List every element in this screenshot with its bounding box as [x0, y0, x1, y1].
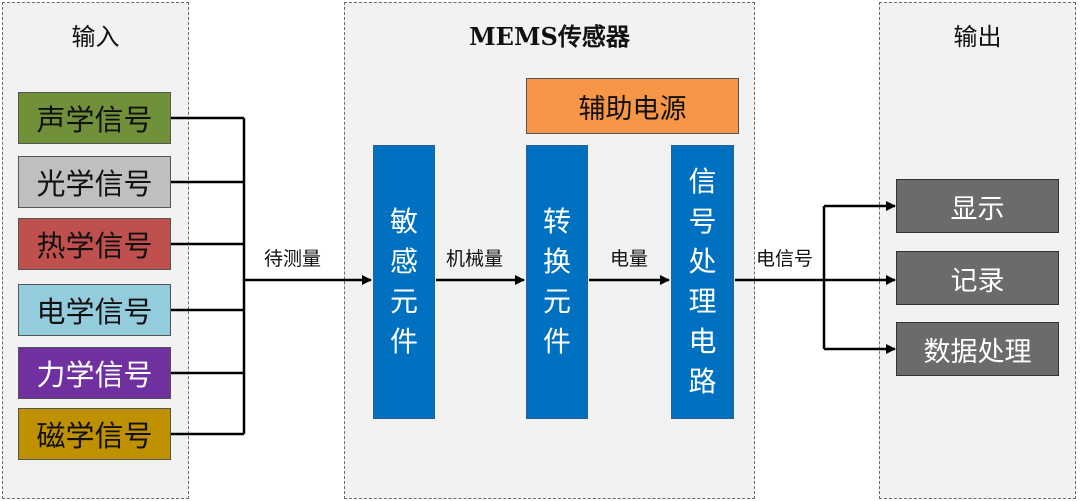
output-data-processing-label: 数据处理	[923, 336, 1032, 368]
signal-processing-circuit-label: 信号处理电路	[688, 165, 717, 398]
signal-acoustic-label: 声学信号	[36, 103, 153, 137]
output-display: 显示	[896, 179, 1059, 233]
sensing-element-label: 敏感元件	[389, 205, 418, 358]
signal-electrical: 电学信号	[18, 284, 171, 336]
signal-electrical-label: 电学信号	[36, 295, 153, 329]
signal-optical-label: 光学信号	[36, 167, 153, 201]
output-record-label: 记录	[950, 265, 1005, 297]
auxiliary-power-box: 辅助电源	[526, 78, 739, 134]
input-panel-title: 输入	[71, 23, 120, 51]
signal-mechanical: 力学信号	[18, 347, 171, 399]
signal-mechanical-label: 力学信号	[36, 358, 153, 392]
sensing-element: 敏感元件	[373, 145, 435, 419]
conversion-element: 转换元件	[526, 145, 588, 419]
signal-acoustic: 声学信号	[18, 92, 171, 144]
signal-thermal-label: 热学信号	[36, 229, 153, 263]
signal-magnetic: 磁学信号	[18, 408, 171, 460]
edge-label-electric-signal: 电信号	[756, 248, 814, 270]
signal-optical: 光学信号	[18, 156, 171, 208]
signal-magnetic-label: 磁学信号	[36, 419, 153, 453]
output-record: 记录	[896, 251, 1059, 305]
edge-label-mechanical: 机械量	[446, 248, 504, 270]
conversion-element-label: 转换元件	[542, 205, 571, 358]
signal-processing-circuit: 信号处理电路	[671, 145, 734, 419]
output-panel: 输出	[879, 2, 1076, 499]
output-panel-title: 输出	[953, 23, 1002, 51]
output-data-processing: 数据处理	[896, 322, 1059, 376]
mems-sensor-panel-title: MEMS传感器	[469, 22, 630, 51]
output-display-label: 显示	[950, 193, 1005, 225]
edge-label-measurand: 待测量	[264, 248, 322, 270]
edge-label-electrical: 电量	[610, 248, 649, 270]
auxiliary-power-label: 辅助电源	[578, 93, 687, 125]
signal-thermal: 热学信号	[18, 218, 171, 270]
